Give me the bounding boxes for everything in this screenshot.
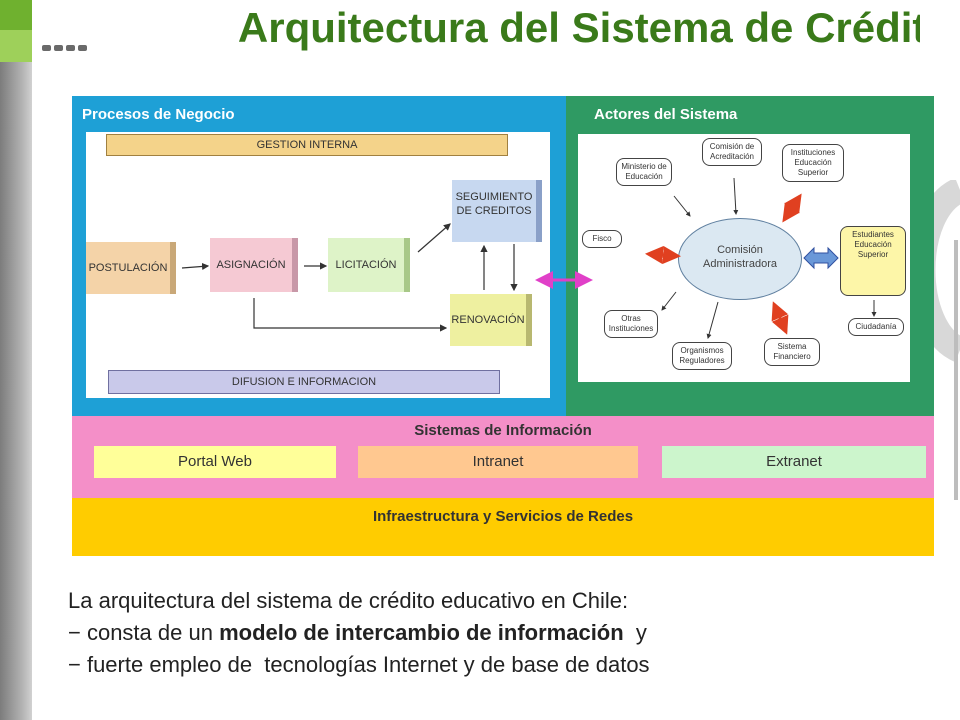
body-bullet-1: − consta de un modelo de intercambio de … <box>68 617 650 649</box>
link-arrow <box>535 271 593 289</box>
actors-panel: Actores del Sistema Comisión Administrad… <box>566 96 934 416</box>
arrow-post-asig <box>181 262 210 271</box>
arrow-acreditacion <box>733 177 739 215</box>
arrow-organismos <box>706 301 719 339</box>
fisco-node: Fisco <box>582 230 622 248</box>
bullet-1-bold: modelo de intercambio de información <box>219 620 624 645</box>
body-intro: La arquitectura del sistema de crédito e… <box>68 588 629 613</box>
business-processes-header: Procesos de Negocio <box>82 106 235 123</box>
arrow-asig-reno <box>253 298 448 332</box>
estudiantes-node: Estudiantes Educación Superior <box>840 226 906 296</box>
business-processes-diagram: GESTION INTERNA POSTULACIÓN ASIGNACIÓN L… <box>86 132 550 398</box>
arrow-fisco <box>645 246 681 264</box>
seguimiento-box: SEGUIMIENTO DE CREDITOS <box>452 180 542 242</box>
sistema-financiero-node: Sistema Financiero <box>764 338 820 366</box>
arrow-ministerio <box>673 195 691 217</box>
arrow-financiero <box>771 301 789 335</box>
actors-header: Actores del Sistema <box>594 106 738 123</box>
arrow-estudiantes <box>803 246 839 270</box>
strip-gradient <box>0 0 32 720</box>
bullet-1-pre: − consta de un <box>68 620 220 645</box>
body-bullet-2: − fuerte empleo de tecnologías Internet … <box>68 652 650 677</box>
infrastructure-header: Infraestructura y Servicios de Redes <box>372 508 634 525</box>
ciudadania-node: Ciudadanía <box>848 318 904 336</box>
bullet-1-post: y <box>623 620 647 645</box>
otras-instituciones-node: Otras Instituciones <box>604 310 658 338</box>
left-decor-strip <box>0 0 32 720</box>
infrastructure-panel: Infraestructura y Servicios de Redes <box>72 498 934 556</box>
title-clip: Arquitectura del Sistema de Crédito <box>90 0 920 96</box>
asignacion-box: ASIGNACIÓN <box>210 238 298 292</box>
arrow-instituciones <box>782 193 802 223</box>
instituciones-node: Instituciones Educación Superior <box>782 144 844 182</box>
licitacion-box: LICITACIÓN <box>328 238 410 292</box>
strip-green-block <box>0 0 32 30</box>
extranet-box: Extranet <box>662 446 926 478</box>
comision-acreditacion-node: Comisión de Acreditación <box>702 138 762 166</box>
arrow-otras <box>661 291 677 311</box>
intranet-box: Intranet <box>358 446 638 478</box>
arrow-lici-seg <box>417 223 451 253</box>
actors-diagram: Comisión Administradora Comisión de Acre… <box>578 134 910 382</box>
renovacion-box: RENOVACIÓN <box>450 294 532 346</box>
gestion-interna-box: GESTION INTERNA <box>106 134 508 156</box>
strip-lightgreen-block <box>0 30 32 62</box>
page-title: Arquitectura del Sistema de Crédito <box>237 4 920 51</box>
dots-decor <box>42 38 92 51</box>
portal-web-box: Portal Web <box>94 446 336 478</box>
organismos-node: Organismos Reguladores <box>672 342 732 370</box>
comision-administradora-node: Comisión Administradora <box>678 218 802 300</box>
business-processes-panel: Procesos de Negocio GESTION INTERNA POST… <box>72 96 566 416</box>
information-systems-header: Sistemas de Información <box>414 422 592 439</box>
body-text: La arquitectura del sistema de crédito e… <box>68 585 650 681</box>
ministerio-node: Ministerio de Educación <box>616 158 672 186</box>
information-systems-panel: Sistemas de Información Portal Web Intra… <box>72 416 934 498</box>
postulacion-box: POSTULACIÓN <box>86 242 176 294</box>
difusion-box: DIFUSION E INFORMACION <box>108 370 500 394</box>
